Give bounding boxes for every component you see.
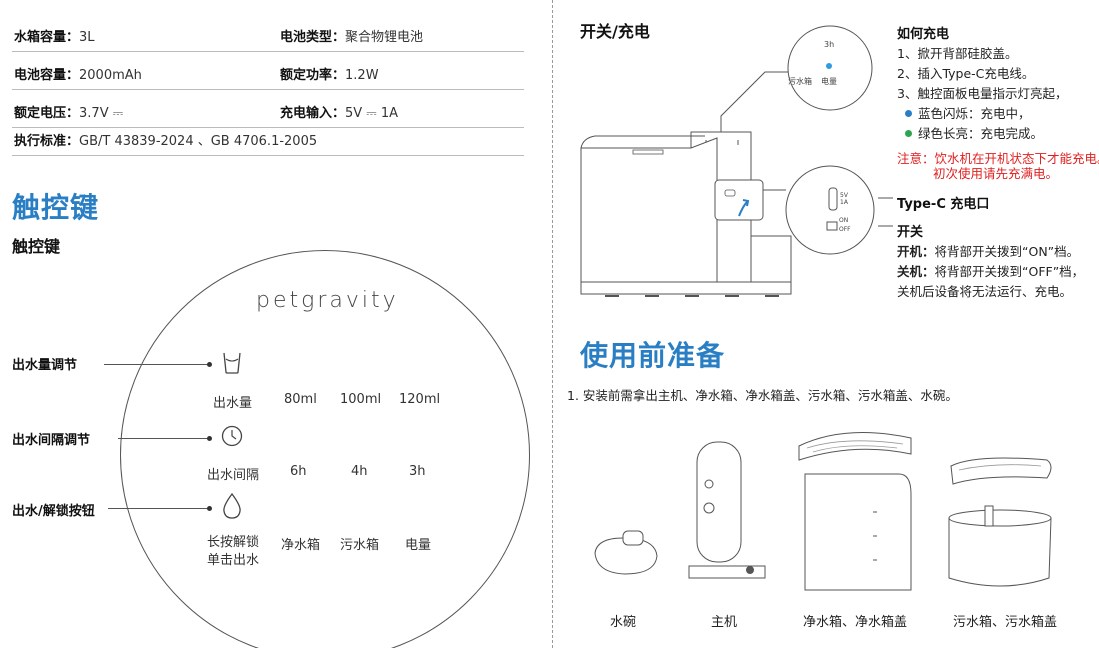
caption-dirty-tank: 污水箱、污水箱盖	[953, 615, 1058, 630]
panel-value: 100ml	[340, 392, 382, 407]
spec-value: 1.2W	[345, 68, 379, 83]
zoom-time-label: 3h	[824, 40, 835, 49]
clock-icon	[221, 425, 243, 447]
components-illustration	[594, 432, 1052, 591]
panel-value: 120ml	[399, 392, 441, 407]
status-blue: 蓝色闪烁：充电中，	[905, 103, 1031, 122]
how-to-charge-title: 如何充电	[897, 27, 950, 42]
prep-step-1: 1. 安装前需拿出主机、净水箱、净水箱盖、污水箱、污水箱盖、水碗。	[567, 388, 958, 403]
spec-row: 电池容量：2000mAh 额定功率：1.2W	[12, 52, 524, 90]
panel-indicator-dirty-tank: 污水箱	[340, 538, 380, 553]
how-step: 2、插入Type-C充电线。	[897, 66, 1035, 81]
port-title: Type-C 充电口	[897, 197, 990, 212]
panel-indicator-battery: 电量	[405, 538, 432, 553]
panel-label-unlock: 长按解锁 单击出水	[207, 535, 260, 568]
panel-value: 4h	[351, 464, 368, 479]
power-title: 开关/充电	[580, 22, 650, 41]
caption-clean-tank: 净水箱、净水箱盖	[803, 615, 908, 630]
spec-value: 5V ⎓ 1A	[345, 106, 398, 121]
zoom-switch-on: ON	[839, 217, 849, 224]
blue-dot-icon	[905, 110, 912, 117]
spec-value: 3L	[79, 30, 95, 45]
spec-value: 2000mAh	[79, 68, 142, 83]
spec-value: GB/T 43839-2024 、GB 4706.1-2005	[79, 134, 318, 149]
panel-value: 6h	[290, 464, 307, 479]
status-green: 绿色长亮：充电完成。	[905, 123, 1043, 142]
callout-line	[118, 438, 208, 439]
spec-label: 电池容量：	[14, 68, 80, 83]
switch-off-desc-2: 关机后设备将无法运行、充电。	[897, 284, 1073, 299]
water-drop-icon	[223, 492, 241, 519]
cup-icon	[223, 352, 241, 374]
zoom-battery-label: 电量	[821, 77, 837, 86]
callout-volume: 出水量调节	[12, 358, 78, 373]
spec-label: 水箱容量：	[14, 30, 80, 45]
caption-bowl: 水碗	[610, 615, 637, 630]
brand-logo: petgravity	[256, 288, 399, 313]
spec-value: 3.7V ⎓	[79, 106, 124, 121]
switch-title: 开关	[897, 225, 924, 240]
panel-label-volume: 出水量	[213, 396, 253, 411]
zoom-dirty-tank-label: 污水箱	[788, 77, 812, 86]
callout-dot	[207, 362, 212, 367]
panel-value: 80ml	[284, 392, 317, 407]
callout-dot	[207, 506, 212, 511]
spec-value: 聚合物锂电池	[345, 30, 424, 45]
section-title-prep: 使用前准备	[580, 339, 726, 372]
zoom-port-rating: 5V 1A	[840, 192, 848, 206]
callout-unlock: 出水/解锁按钮	[12, 504, 95, 519]
callout-line	[108, 508, 208, 509]
sub-title-touch: 触控键	[12, 237, 61, 256]
spec-label: 执行标准：	[14, 134, 80, 149]
switch-off-desc: 关机：将背部开关拨到“OFF”档，	[897, 264, 1085, 279]
device-back-illustration	[580, 25, 893, 297]
green-dot-icon	[905, 130, 912, 137]
spec-label: 电池类型：	[280, 30, 346, 45]
caption-main-unit: 主机	[711, 615, 738, 630]
callout-line	[104, 364, 208, 365]
callout-dot	[207, 436, 212, 441]
touch-panel-outline	[120, 250, 530, 648]
zoom-switch-off: OFF	[839, 226, 851, 233]
spec-label: 充电输入：	[280, 106, 346, 121]
callout-interval: 出水间隔调节	[12, 433, 91, 448]
panel-value: 3h	[409, 464, 426, 479]
panel-indicator-clean-tank: 净水箱	[281, 538, 321, 553]
charge-note: 注意：饮水机在开机状态下才能充电。	[897, 151, 1099, 166]
switch-on-desc: 开机：将背部开关拨到“ON”档。	[897, 244, 1080, 259]
spec-row: 执行标准：GB/T 43839-2024 、GB 4706.1-2005	[12, 118, 524, 156]
panel-label-interval: 出水间隔	[207, 468, 260, 483]
page-divider	[552, 0, 553, 648]
spec-row: 水箱容量：3L 电池类型：聚合物锂电池	[12, 14, 524, 52]
section-title-touch: 触控键	[12, 191, 100, 224]
spec-row: 额定电压：3.7V ⎓ 充电输入：5V ⎓ 1A	[12, 90, 524, 128]
how-step: 3、触控面板电量指示灯亮起，	[897, 86, 1068, 101]
how-step: 1、掀开背部硅胶盖。	[897, 46, 1018, 61]
charge-note-2: 初次使用请先充满电。	[933, 166, 1059, 181]
spec-label: 额定电压：	[14, 106, 80, 121]
spec-label: 额定功率：	[280, 68, 346, 83]
